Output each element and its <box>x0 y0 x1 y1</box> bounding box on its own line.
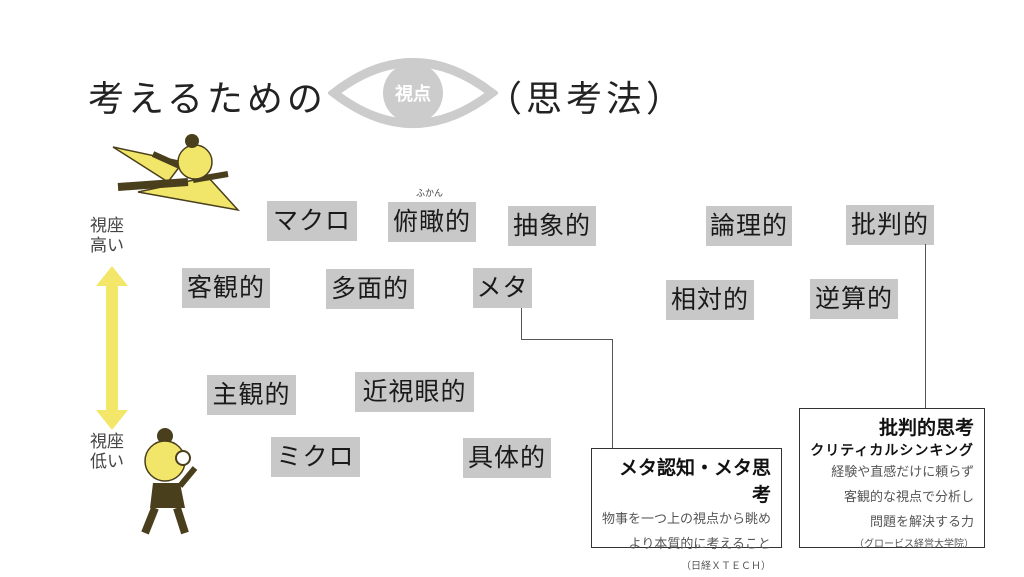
term-relative: 相対的 <box>666 280 754 320</box>
term-backward: 逆算的 <box>810 279 898 319</box>
term-logical: 論理的 <box>706 206 792 246</box>
connector-line <box>521 339 613 340</box>
axis-high-line1: 視座 <box>90 216 124 236</box>
critical-box-line: 経験や直感だけに頼らず <box>831 465 974 480</box>
critical-thinking-box: 批判的思考 クリティカルシンキング 経験や直感だけに頼らず 客観的な視点で分析し… <box>799 408 985 550</box>
eye-icon <box>328 58 498 128</box>
meta-box-heading: メタ認知・メタ思考 <box>618 457 771 506</box>
meta-cognition-box: メタ認知・メタ思考 物事を一つ上の視点から眺め より本質的に考えること （日経Ｘ… <box>591 448 782 572</box>
connector-line <box>925 244 926 409</box>
meta-box-source: （日経ＸＴＥＣＨ） <box>681 561 771 572</box>
term-meta: メタ <box>473 268 532 308</box>
flying-person-illustration <box>112 134 241 212</box>
axis-high-line2: 高い <box>90 236 124 256</box>
vertical-double-arrow-icon <box>96 266 128 430</box>
critical-box-heading: 批判的思考 <box>878 417 974 439</box>
term-abstract: 抽象的 <box>508 206 596 246</box>
term-objective: 客観的 <box>182 268 270 308</box>
critical-box-source: （グロービス経営大学院） <box>854 539 974 550</box>
title-prefix: 考えるための <box>88 79 327 120</box>
critical-box-line: 客観的な視点で分析し <box>843 490 974 505</box>
term-multifaceted: 多面的 <box>326 269 414 309</box>
term-micro: ミクロ <box>271 437 360 477</box>
meta-box-line: 物事を一つ上の視点から眺め <box>602 512 772 527</box>
term-macro: マクロ <box>267 201 357 241</box>
meta-box-line: より本質的に考えること <box>628 537 771 552</box>
axis-low-line2: 低い <box>90 452 124 472</box>
term-shortsighted: 近視眼的 <box>355 372 474 412</box>
term-fukan: 俯瞰的 <box>388 202 476 242</box>
axis-low-label: 視座 低い <box>90 432 124 472</box>
critical-box-line: 問題を解決する力 <box>869 515 974 530</box>
eye-label: 視点 <box>395 84 431 105</box>
title-suffix: （思考法） <box>486 79 687 120</box>
critical-box-subheading: クリティカルシンキング <box>810 443 974 459</box>
term-fukan-ruby: ふかん <box>416 189 444 199</box>
looking-person-illustration <box>141 428 198 535</box>
term-subjective: 主観的 <box>207 375 296 415</box>
axis-low-line1: 視座 <box>90 432 124 452</box>
connector-line <box>612 339 613 449</box>
axis-high-label: 視座 高い <box>90 216 124 256</box>
term-critical: 批判的 <box>846 205 934 245</box>
connector-line <box>521 308 522 340</box>
term-concrete: 具体的 <box>463 438 551 478</box>
